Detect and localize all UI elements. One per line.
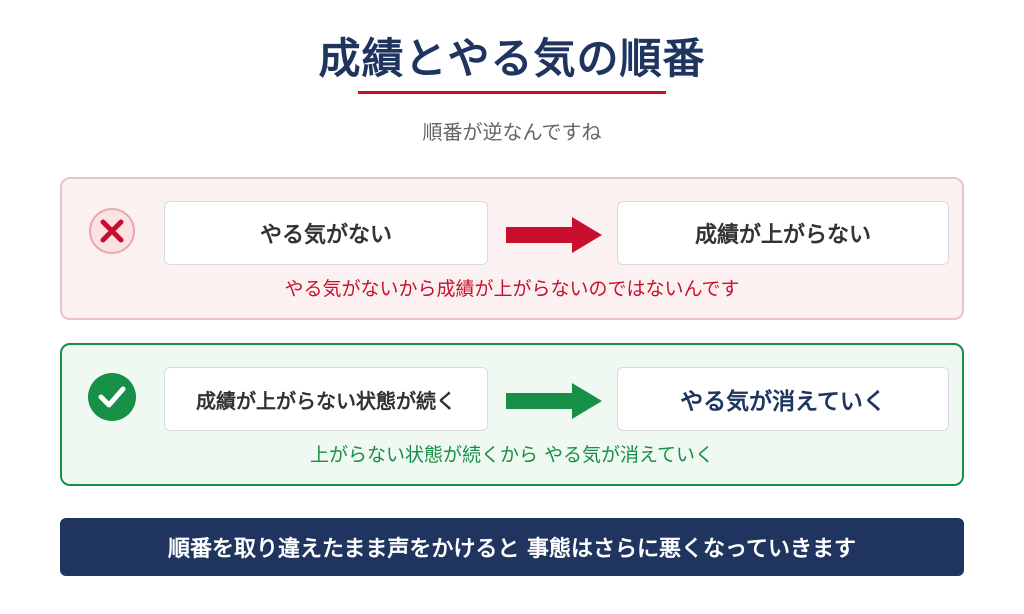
right-cause-box: 成績が上がらない状態が続く — [164, 367, 488, 431]
cross-icon — [89, 208, 135, 254]
wrong-effect-box: 成績が上がらない — [617, 201, 949, 265]
wrong-order-panel: やる気がない 成績が上がらない やる気がないから成績が上がらないのではないんです — [60, 177, 964, 320]
conclusion-banner: 順番を取り違えたまま声をかけると 事態はさらに悪くなっていきます — [60, 518, 964, 576]
title-underline — [358, 91, 666, 94]
arrow-right-icon — [506, 217, 602, 253]
page-title: 成績とやる気の順番 — [318, 34, 706, 83]
wrong-caption: やる気がないから成績が上がらないのではないんです — [284, 278, 740, 300]
arrow-right-icon — [506, 383, 602, 419]
right-effect-box: やる気が消えていく — [617, 367, 949, 431]
wrong-cause-box: やる気がない — [164, 201, 488, 265]
check-icon — [88, 373, 136, 421]
right-order-panel: 成績が上がらない状態が続く やる気が消えていく 上がらない状態が続くから やる気… — [60, 343, 964, 486]
page-subtitle: 順番が逆なんですね — [422, 120, 602, 144]
right-caption: 上がらない状態が続くから やる気が消えていく — [309, 444, 715, 466]
